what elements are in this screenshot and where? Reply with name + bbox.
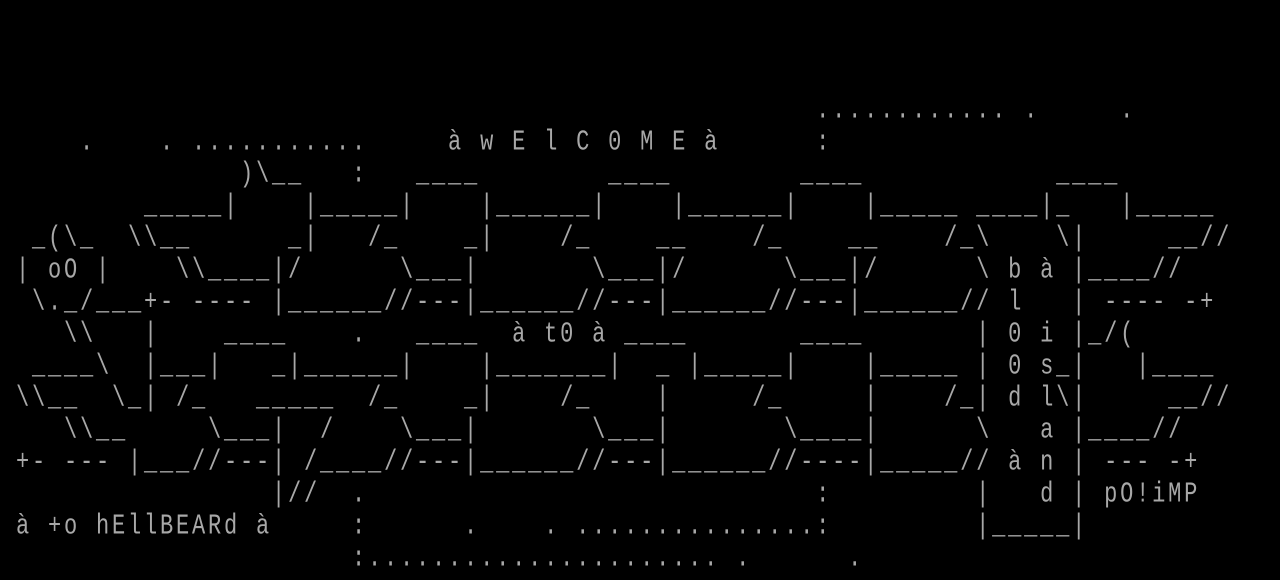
ascii-row: _(\_ \\__ _| /_ _| /_ __ /_ __ /_\ \| __… [0,222,1233,255]
ascii-row: ............ . . [0,94,1137,127]
ascii-row: :...................... . . [0,542,865,575]
ascii-row: ____\ |___| _|______| |_______| _ |_____… [0,350,1217,383]
ascii-row: | oO | \\____|/ \___| \___|/ \___|/ \ b … [0,254,1185,287]
ascii-row-author: à +o hEllBEARd à : . . ...............: … [0,510,1089,543]
ascii-row: _____| |_____| |______| |______| |_____ … [0,190,1217,223]
ascii-row: +- --- |___//---| /____//---|______//---… [0,446,1201,479]
ascii-row-to-label: \\ | ____ . ____ à t0 à ____ ____ | 0 i … [0,318,1137,351]
ascii-row-welcome-title: . . ........... à w E l C 0 M E à : [0,126,833,159]
ascii-row: \._/___+- ---- |______//---|______//---|… [0,286,1217,319]
ascii-art-welcome-screen: ............ . . . . ........... à w E l… [0,94,1233,576]
ascii-row-signature: |// . : | d | pO!iMP [0,478,1201,511]
ascii-row: \\__ \___| / \___| \___| \____| \ a |___… [0,414,1185,447]
ascii-row: \\__ \_| /_ _____ /_ _| /_ | /_ | /_| d … [0,382,1233,415]
ascii-row: )\__ : ____ ____ ____ ____ [0,158,1121,191]
